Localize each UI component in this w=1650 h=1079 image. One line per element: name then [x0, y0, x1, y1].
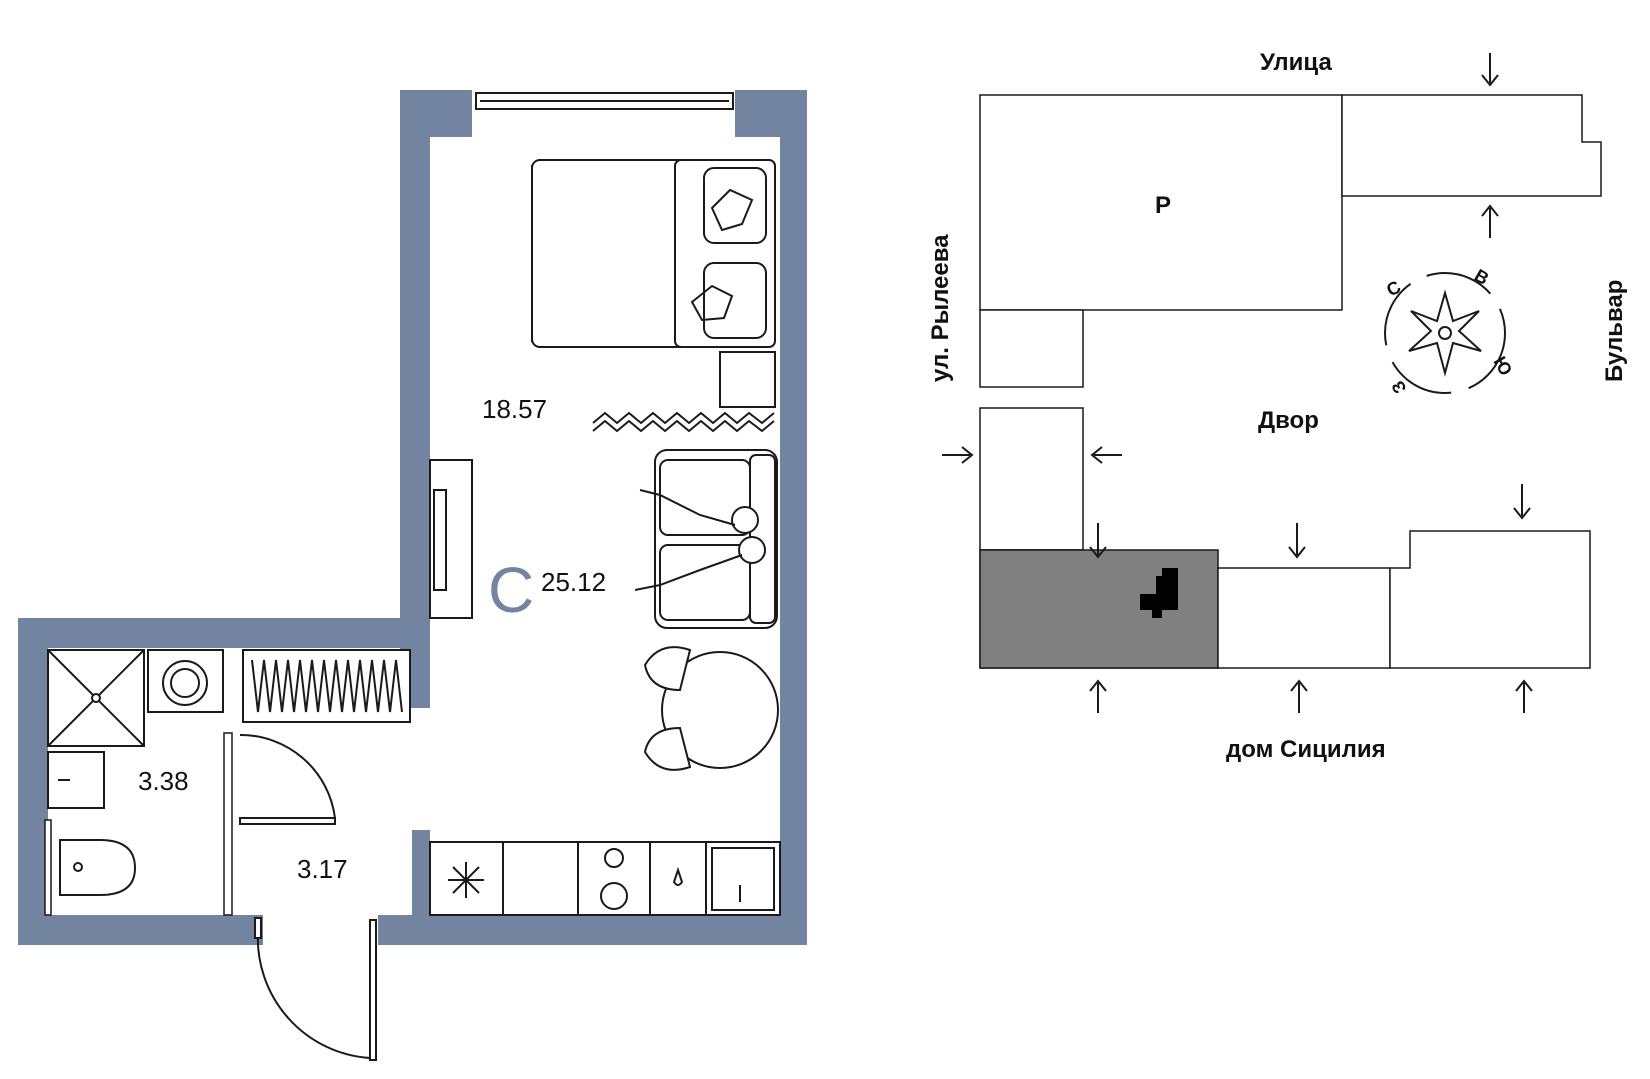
washer-drum: [162, 660, 208, 706]
building-parking: [979, 94, 1343, 311]
table-top: [661, 651, 779, 769]
area-total-label: 25.12: [541, 567, 606, 597]
partition-bath-left-inner: [44, 819, 52, 916]
room-type-letter: С: [488, 554, 534, 626]
nightstand: [719, 351, 776, 408]
arrow-up-icon: [1515, 679, 1533, 713]
partitions: [44, 732, 233, 916]
entrance-door-leaf: [369, 919, 377, 1061]
arrow-up-icon: [1481, 204, 1499, 238]
building-bottom-3: [1389, 530, 1591, 669]
burner-1: [604, 848, 624, 868]
arrow-up-icon: [1290, 679, 1308, 713]
shower-drain: [91, 693, 101, 703]
bath-door-leaf: [239, 817, 336, 825]
wall-kitchen-stub: [412, 830, 430, 945]
wall-bottom-left: [18, 915, 263, 945]
compass-south: Ю: [1490, 353, 1517, 379]
arrow-down-icon: [1481, 53, 1499, 87]
entrance-jamb: [254, 917, 262, 939]
area-bathroom-label: 3.38: [138, 766, 189, 796]
wardrobe: [242, 649, 411, 723]
bathroom: [47, 649, 224, 896]
partition-bath-right: [223, 732, 233, 916]
arrow-down-icon: [1513, 484, 1531, 520]
compass-north: С: [1383, 277, 1404, 301]
sink: [711, 847, 775, 911]
person-1-head: [731, 506, 759, 534]
arrow-left-icon: [1090, 446, 1122, 464]
pillow-deco-1: [710, 188, 754, 232]
area-living-label: 18.57: [482, 394, 547, 424]
building-top-right: [1341, 94, 1602, 197]
street-right-label: Бульвар: [1601, 280, 1628, 382]
washbasin: [47, 751, 105, 809]
building-left-small: [979, 309, 1084, 388]
person-2-body: [634, 554, 743, 591]
dining-table: [643, 646, 779, 771]
sofa: [634, 449, 778, 629]
arrow-down-icon: [1089, 523, 1107, 559]
wall-storage-stub: [412, 648, 430, 708]
wardrobe-hangers: [251, 659, 403, 713]
compass-rose: С В Ю З: [1383, 265, 1516, 397]
doors: [239, 733, 377, 1061]
chair-1: [643, 646, 692, 692]
room-divider-zigzag: [592, 411, 775, 425]
area-hallway-label: 3.17: [297, 854, 348, 884]
wall-bath-top: [18, 618, 430, 648]
street-left-label: ул. Рылеева: [927, 234, 954, 382]
toilet: [59, 839, 137, 896]
kitchen: [429, 841, 781, 916]
compass-ring: [1384, 272, 1506, 394]
entrance-door-swing: [256, 931, 371, 1059]
pillow-2: [703, 262, 767, 339]
wall-bath-left: [18, 618, 48, 945]
tv-unit: [429, 459, 473, 619]
entrance-arrows: [942, 53, 1533, 713]
chair-2: [643, 726, 692, 771]
room-divider-zigzag-2: [592, 419, 775, 433]
burner-2: [600, 882, 628, 910]
street-bottom-label: дом Сицилия: [1226, 736, 1386, 763]
current-section-highlight: [979, 549, 1219, 669]
current-apartment-marker: [1140, 568, 1178, 618]
apartment-plan: 18.57 25.12 3.38 3.17 С: [18, 90, 807, 1061]
building-left-mid: [979, 407, 1084, 551]
site-plan: Р Двор Улица дом Сицилия ул. Рылеева Бул…: [927, 49, 1628, 763]
sofa-seat-2: [659, 544, 751, 621]
wall-living-right: [780, 90, 807, 945]
sofa-seat-1: [659, 459, 751, 536]
toilet-button: [73, 862, 83, 872]
walls: [18, 90, 807, 945]
compass-east: В: [1471, 265, 1492, 289]
building-bottom-2: [1217, 567, 1391, 669]
wall-bottom-right: [378, 915, 807, 945]
wall-living-left: [400, 90, 430, 708]
arrow-right-icon: [942, 446, 974, 464]
faucet-icon: [672, 866, 684, 886]
bath-door-swing: [239, 733, 336, 819]
parking-label: Р: [1155, 192, 1171, 219]
washer-drum-inner: [170, 668, 200, 698]
pillow-deco-2: [690, 284, 734, 322]
compass-center: [1438, 326, 1452, 340]
window: [475, 92, 734, 110]
tv-screen: [433, 489, 447, 591]
bed: [531, 159, 776, 348]
person-2-head: [738, 536, 766, 564]
courtyard-label: Двор: [1258, 407, 1319, 434]
snowflake-icon: [448, 862, 484, 898]
person-1-body: [639, 489, 736, 526]
street-top-label: Улица: [1260, 49, 1332, 76]
arrow-up-icon: [1089, 679, 1107, 713]
arrow-down-icon: [1288, 523, 1306, 559]
